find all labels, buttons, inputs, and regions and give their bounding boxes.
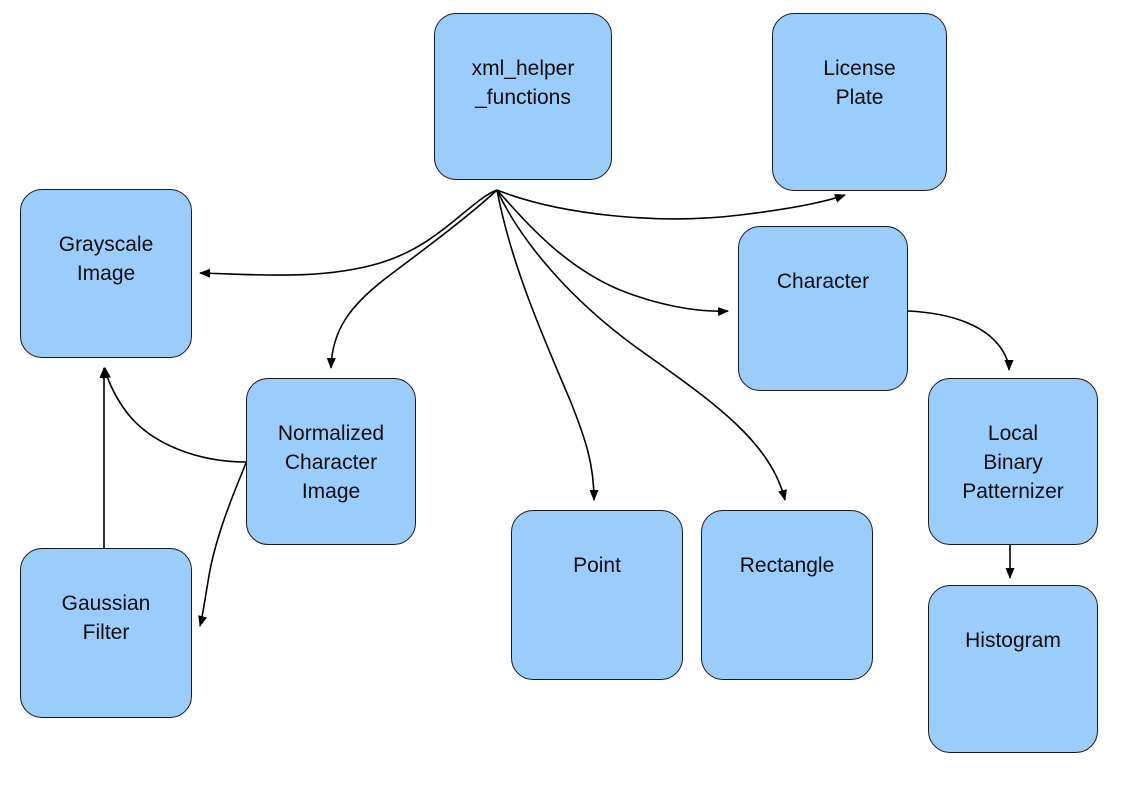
node-gaussian-filter[interactable]: Gaussian Filter	[20, 548, 192, 718]
node-histogram[interactable]: Histogram	[928, 585, 1098, 753]
node-label: Normalized Character Image	[277, 422, 385, 503]
node-point[interactable]: Point	[511, 510, 683, 680]
node-label: Grayscale Image	[58, 233, 154, 285]
node-label: Rectangle	[739, 554, 835, 577]
node-label: Point	[573, 554, 621, 577]
node-label: Local Binary Patternizer	[962, 422, 1064, 503]
node-label: Histogram	[965, 629, 1061, 652]
edge-normalized-character-image-to-grayscale-image	[101, 367, 247, 463]
edge-xml-helper-functions-to-grayscale-image	[199, 189, 498, 278]
node-label: License Plate	[823, 57, 896, 109]
node-character[interactable]: Character	[738, 226, 908, 391]
node-grayscale-image[interactable]: Grayscale Image	[20, 189, 192, 358]
node-label: Gaussian Filter	[61, 592, 151, 644]
node-local-binary-patternizer[interactable]: Local Binary Patternizer	[928, 378, 1098, 545]
edge-xml-helper-functions-to-normalized-character-image	[326, 189, 498, 369]
node-xml-helper-functions[interactable]: xml_helper _functions	[434, 13, 612, 180]
edge-normalized-character-image-to-gaussian-filter	[198, 462, 247, 627]
node-license-plate[interactable]: License Plate	[772, 13, 947, 191]
edge-xml-helper-functions-to-point	[496, 189, 599, 501]
edge-character-to-local-binary-patternizer	[907, 310, 1014, 371]
node-normalized-character-image[interactable]: Normalized Character Image	[246, 378, 416, 545]
edge-xml-helper-functions-to-license-plate	[496, 189, 846, 220]
node-rectangle[interactable]: Rectangle	[701, 510, 873, 680]
edge-xml-helper-functions-to-character	[496, 189, 729, 317]
node-label: xml_helper _functions	[471, 57, 575, 109]
node-label: Character	[776, 270, 870, 293]
